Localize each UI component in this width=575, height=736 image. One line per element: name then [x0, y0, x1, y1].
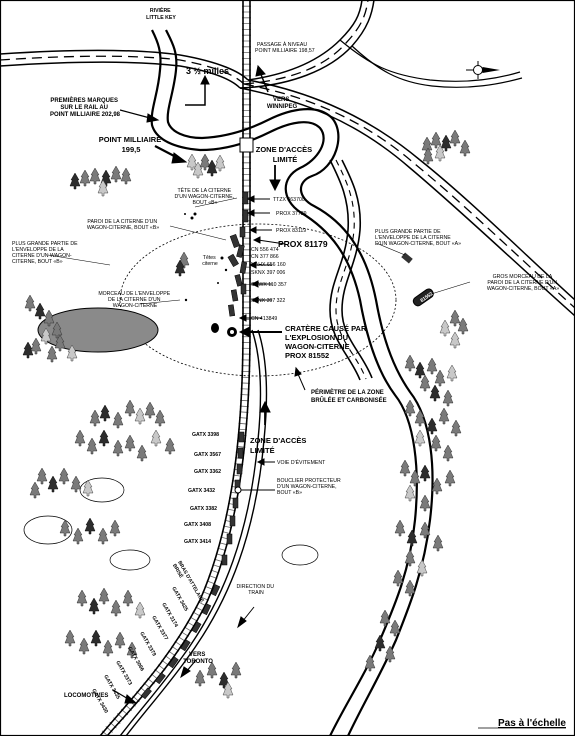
car-label-right: SKNX 397 006 [251, 270, 285, 276]
tank-shell-fragment [211, 323, 219, 333]
car-label-left: GATX 3362 [194, 469, 221, 475]
label-gros-morceau: GROS MORCEAU DE LA PAROI DE LA CITERNE D… [487, 274, 559, 292]
label-tete-citerne: TÊTE DE LA CITERNE D'UN WAGON-CITERNE, B… [174, 186, 235, 206]
debris [184, 212, 228, 302]
car-label-right: TTZX 863700 [273, 197, 305, 203]
label-morceau-gauche: MORCEAU DE L'ENVELOPPE DE LA CITERNE D'U… [98, 291, 171, 309]
map-labels: RIVIÈRE LITTLE KEY PASSAGE À NIVEAU POIN… [12, 6, 559, 699]
car-label-right: CNWX 110 357 [251, 282, 287, 288]
label-locomotives: LOCOMOTIVES [64, 693, 108, 699]
railway-siding [119, 329, 268, 736]
label-plus-grande-droite: PLUS GRANDE PARTIE DE L'ENVELOPPE DE LA … [375, 229, 461, 247]
label-paroi-citerne: PAROI DE LA CITERNE D'UN WAGON-CITERNE, … [87, 219, 159, 231]
label-zone-acces-bottom: ZONE D'ACCÈS LIMITÉ [250, 436, 308, 455]
car-label-right: NAHX 656 160 [251, 262, 286, 268]
pond [37, 307, 159, 353]
label-tetes-citerne: Têtes citerne [202, 255, 218, 267]
label-cratere: CRATÈRE CAUSÉ PAR L'EXPLOSION DU WAGON-C… [285, 324, 369, 360]
car-label-right: PROX 83119 [276, 228, 306, 234]
clearing [109, 549, 151, 571]
clearing [23, 515, 73, 545]
burned-zone-perimeter [119, 223, 397, 377]
clearing [79, 477, 125, 503]
car-label-left: GATX 3382 [190, 506, 217, 512]
tree-clusters [22, 129, 471, 699]
label-voie-evitement: VOIE D'ÉVITEMENT [277, 459, 326, 466]
winding-road [329, 159, 373, 381]
label-zone-acces-top: ZONE D'ACCÈS LIMITÉ [256, 145, 314, 164]
highway [0, 0, 575, 317]
tank-end-a [401, 252, 434, 307]
car-label-right: CN 413849 [251, 316, 277, 322]
car-label-left: GATX 3432 [188, 488, 215, 494]
compass-north-arrow [466, 61, 500, 79]
car-label-left: GATX 3567 [194, 452, 221, 458]
car-label-right: PROX 37789 [276, 211, 307, 217]
label-riviere: RIVIÈRE LITTLE KEY [146, 6, 176, 21]
label-distance: 3 ½ milles [186, 66, 229, 76]
car-label-right: CN 377 866 [251, 254, 279, 260]
car-label-left: GATX 3414 [184, 539, 211, 545]
label-premieres-marques: PREMIÈRES MARQUES SUR LE RAIL AU POINT M… [50, 96, 121, 118]
car-label-left: GATX 3408 [184, 522, 211, 528]
label-vers-toronto: VERS TORONTO [183, 652, 213, 665]
car-label-left: GATX 3398 [192, 432, 219, 438]
label-point-milliaire: POINT MILLIAIRE 199,5 [99, 135, 164, 154]
label-direction-train: DIRECTION DU TRAIN [237, 584, 276, 596]
railway-ties [100, 0, 251, 736]
label-bouclier: BOUCLIER PROTECTEUR D'UN WAGON-CITERNE, … [277, 478, 342, 496]
label-prox-81179: PROX 81179 [278, 239, 328, 249]
tank-car-string [140, 431, 245, 700]
annotation-arrows [47, 64, 471, 704]
crossing-marker [239, 137, 254, 153]
car-label-right: SKNX 397 322 [251, 298, 285, 304]
wreck-cars [227, 191, 249, 317]
label-passage-niveau: PASSAGE À NIVEAU POINT MILLIAIRE 198,57 [255, 41, 315, 54]
label-vers-winnipeg: VERS WINNIPEG [267, 97, 298, 110]
label-perimetre: PÉRIMÈTRE DE LA ZONE BRÛLÉE ET CARBONISÉ… [311, 388, 387, 404]
not-to-scale-note: Pas à l'échelle [498, 718, 566, 729]
car-label-right: CN 556 474 [251, 247, 279, 253]
clearing [281, 544, 319, 566]
label-plus-grande-gauche: PLUS GRANDE PARTIE DE L'ENVELOPPE DE LA … [12, 241, 79, 265]
